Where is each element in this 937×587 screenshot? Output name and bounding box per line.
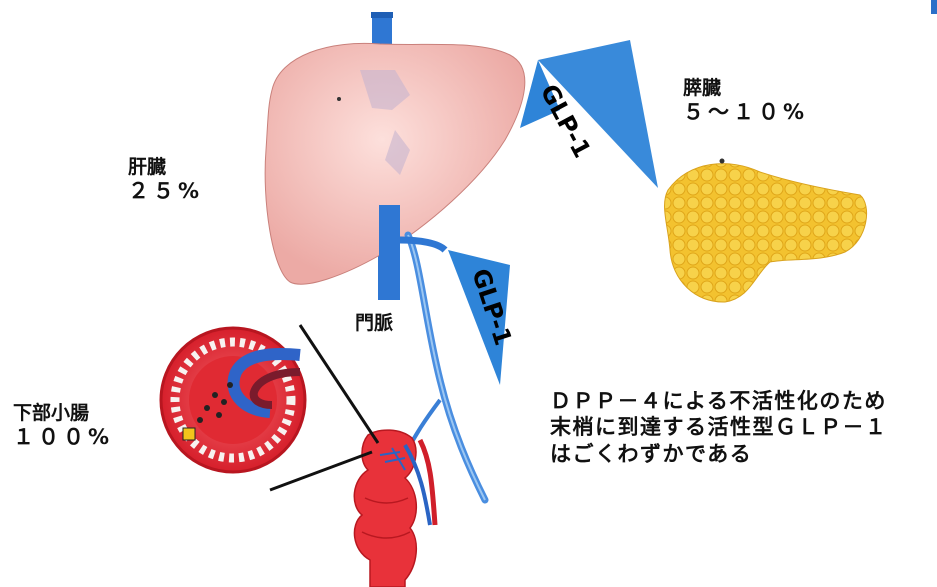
dpp4-note: ＤＰＰ－４による不活性化のため 末梢に到達する活性型ＧＬＰ－１ はごくわずかであ… [550,388,888,467]
pancreas-spot [720,159,725,164]
liver-name: 肝臓 [128,157,203,179]
note-line-3: はごくわずかである [550,441,888,467]
corner-mark [931,0,937,14]
pancreas-percent: ５～１０% [683,100,808,124]
pancreas-name: 膵臓 [683,78,808,100]
pancreas [665,164,867,302]
liver-label: 肝臓 ２５% [128,157,203,203]
note-line-1: ＤＰＰ－４による不活性化のため [550,388,888,414]
portal-vein-lower [379,205,400,300]
note-line-2: 末梢に到達する活性型ＧＬＰ－１ [550,414,888,440]
vein-top-cap [371,12,393,18]
pancreas-label: 膵臓 ５～１０% [683,78,808,124]
liver-percent: ２５% [128,179,203,203]
intestine-name: 下部小腸 [13,403,113,425]
liver-spot [337,97,341,101]
intestine-percent: １００% [13,425,113,449]
zoom-line-top [300,325,378,443]
vein-branch [400,240,445,250]
intestine-label: 下部小腸 １００% [13,403,113,449]
l-cell-highlight [183,428,195,440]
portal-vein-label: 門脈 [355,313,393,335]
